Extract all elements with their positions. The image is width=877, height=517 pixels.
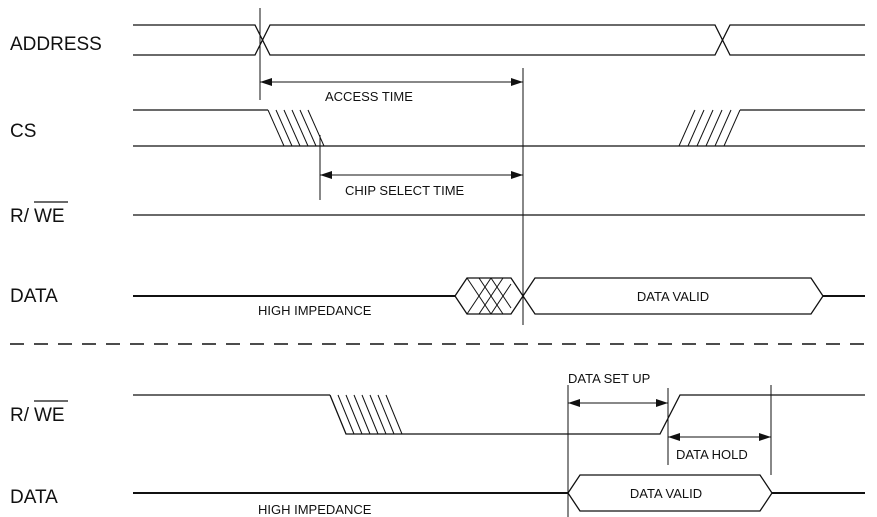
svg-text:R/: R/ (10, 206, 30, 227)
chip-select-time-arrow (320, 171, 523, 179)
data-read-waveform (133, 277, 865, 315)
data-label-read: DATA (10, 286, 58, 307)
data-set-up-arrow (568, 399, 668, 407)
cs-waveform (133, 109, 865, 147)
rwe-write-waveform (133, 394, 865, 435)
data-hold-arrow (668, 433, 771, 441)
svg-text:WE: WE (34, 405, 65, 426)
svg-text:R/: R/ (10, 405, 30, 426)
rwe-label-write: R/ WE (10, 400, 68, 426)
svg-text:WE: WE (34, 206, 65, 227)
data-write-waveform (133, 474, 865, 512)
data-label-write: DATA (10, 487, 58, 508)
chip-select-time-label: CHIP SELECT TIME (345, 183, 465, 198)
data-valid-label: DATA VALID (637, 289, 709, 304)
high-impedance-label: HIGH IMPEDANCE (258, 303, 372, 318)
address-waveform (133, 24, 865, 56)
access-time-label: ACCESS TIME (325, 89, 413, 104)
access-time-arrow (260, 78, 523, 86)
data-set-up-label: DATA SET UP (568, 371, 650, 386)
data-hold-label: DATA HOLD (676, 447, 748, 462)
high-impedance-label: HIGH IMPEDANCE (258, 502, 372, 517)
cs-label: CS (10, 121, 36, 142)
address-label: ADDRESS (10, 34, 102, 55)
rwe-label-read: R/ WE (10, 201, 68, 227)
data-valid-label: DATA VALID (630, 486, 702, 501)
